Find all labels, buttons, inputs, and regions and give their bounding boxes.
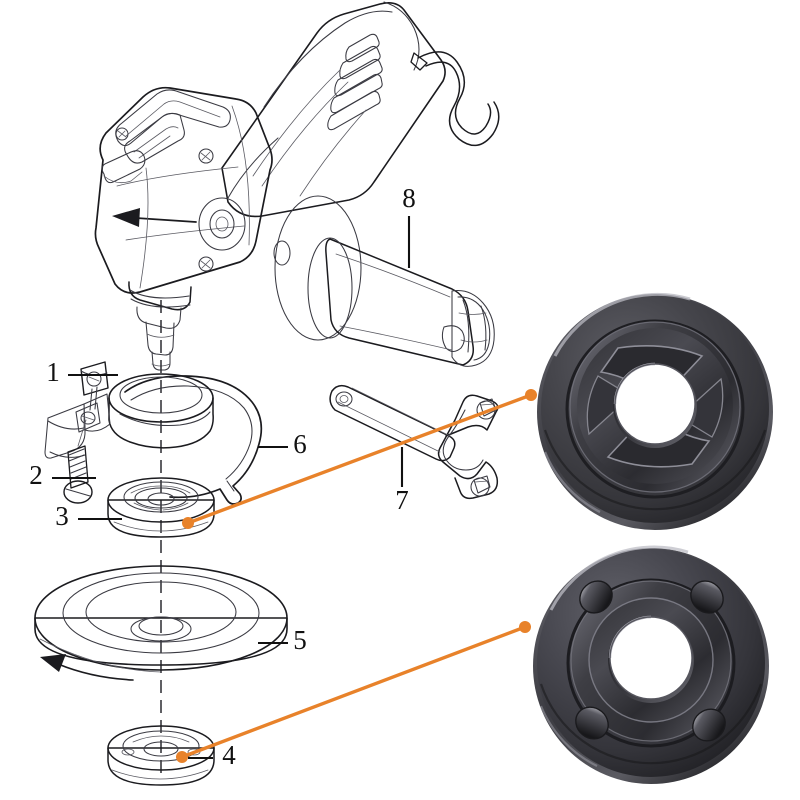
grinding-disc [34,565,288,681]
lower-flange-nut [533,545,769,784]
callout-4: 4 [188,740,236,770]
spanner-pin [470,475,491,497]
connector-dot-lower-flange [519,621,531,633]
housing-screw [115,127,129,141]
pin-spanner-wrench [329,384,499,500]
connector-line-lock-nut [180,625,527,759]
connector-dot-inner-flange [182,517,194,529]
spanner-hole [575,706,609,740]
connector-line-inner-flange [186,393,533,525]
callout-label-6: 6 [293,429,307,459]
rotation-arrow-housing [112,208,197,227]
housing-screw [198,148,214,164]
angle-grinder-body [94,1,500,371]
callout-label-2: 2 [29,460,43,490]
connector-dot-upper-flange [525,389,537,401]
wheel-guard [44,373,263,505]
rotation-arrow-disc [40,654,134,681]
side-handle [273,195,495,367]
spanner-hole [690,580,724,614]
callout-1: 1 [46,357,118,387]
callout-label-4: 4 [222,740,236,770]
clamp-screw [63,419,93,504]
housing-screw [198,256,214,272]
lock-nut [107,725,215,786]
callout-6: 6 [258,429,307,459]
callout-8: 8 [402,183,416,268]
callout-label-3: 3 [55,501,69,531]
spanner-hole [579,580,613,614]
callout-2: 2 [29,460,96,490]
connector-dot-lock-nut [176,751,188,763]
callout-3: 3 [55,501,122,531]
callout-label-1: 1 [46,357,60,387]
callout-5: 5 [258,625,307,655]
spanner-hole [692,708,726,742]
connector-lines [176,389,537,763]
callout-label-7: 7 [395,485,409,515]
callout-7: 7 [395,447,409,515]
callout-label-5: 5 [293,625,307,655]
callout-label-8: 8 [402,183,416,213]
upper-flange-disc [537,292,773,530]
